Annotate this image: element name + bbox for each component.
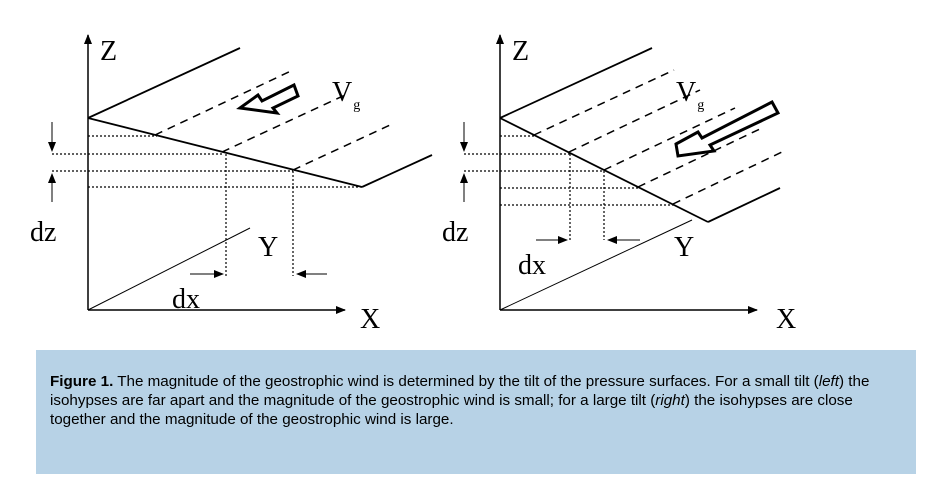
left-dx-label: dx bbox=[172, 284, 200, 315]
right-y-axis bbox=[499, 219, 693, 311]
left-labels: Z X Y dz dx Vg bbox=[30, 36, 380, 335]
caption-text-part-3: ) the isohypses are close together and t… bbox=[50, 392, 853, 428]
figure-caption-box: Figure 1. The magnitude of the geostroph… bbox=[36, 350, 916, 474]
left-isohypse-1 bbox=[154, 69, 294, 136]
right-wind-arrow-icon bbox=[674, 99, 781, 158]
right-z-label: Z bbox=[512, 36, 529, 67]
right-vg-label: Vg bbox=[676, 77, 704, 113]
left-panel bbox=[48, 34, 433, 314]
right-dz-label: dz bbox=[442, 217, 468, 248]
left-isohypse-3 bbox=[292, 124, 391, 171]
left-y-axis bbox=[87, 227, 251, 311]
right-isohypse-4 bbox=[637, 127, 763, 188]
left-z-label: Z bbox=[100, 36, 117, 67]
left-x-label: X bbox=[360, 304, 380, 335]
left-wind-arrow-icon bbox=[236, 82, 300, 115]
right-dotted-guides bbox=[464, 135, 674, 240]
right-panel bbox=[460, 34, 783, 314]
right-dx-label: dx bbox=[518, 250, 546, 281]
right-vg-subscript: g bbox=[697, 98, 704, 113]
caption-figure-label: Figure 1. bbox=[50, 373, 114, 390]
left-vg-subscript: g bbox=[353, 98, 360, 113]
right-x-label: X bbox=[776, 304, 796, 335]
right-isohypse-5 bbox=[672, 151, 783, 205]
left-isohypses bbox=[154, 69, 391, 171]
left-vg-label: Vg bbox=[332, 77, 360, 113]
right-labels: Z X Y dz dx Vg bbox=[442, 36, 796, 335]
caption-left-word: left bbox=[818, 373, 839, 390]
right-isohypse-3 bbox=[603, 107, 736, 171]
right-isohypse-2 bbox=[568, 89, 701, 153]
caption-right-word: right bbox=[655, 392, 685, 409]
caption-text-part-1: The magnitude of the geostrophic wind is… bbox=[113, 373, 819, 390]
right-isohypses bbox=[533, 69, 783, 205]
figure-caption: Figure 1. The magnitude of the geostroph… bbox=[50, 372, 906, 429]
right-isohypse-1 bbox=[533, 69, 675, 136]
left-surface-front-edge bbox=[87, 117, 363, 188]
left-dz-label: dz bbox=[30, 217, 56, 248]
left-dotted-guides bbox=[52, 135, 362, 276]
left-isohypse-2 bbox=[221, 94, 346, 153]
geostrophic-wind-diagram: Z X Y dz dx Vg bbox=[30, 34, 796, 335]
right-surface-right-edge bbox=[707, 187, 781, 223]
left-y-label: Y bbox=[258, 232, 278, 263]
right-y-label: Y bbox=[674, 232, 694, 263]
left-surface-top-edge bbox=[87, 47, 241, 119]
right-surface-top-edge bbox=[499, 47, 653, 119]
caption-text-part-2: ) the isohypses are far apart and the ma… bbox=[50, 373, 870, 409]
left-surface-right-edge bbox=[361, 154, 433, 188]
